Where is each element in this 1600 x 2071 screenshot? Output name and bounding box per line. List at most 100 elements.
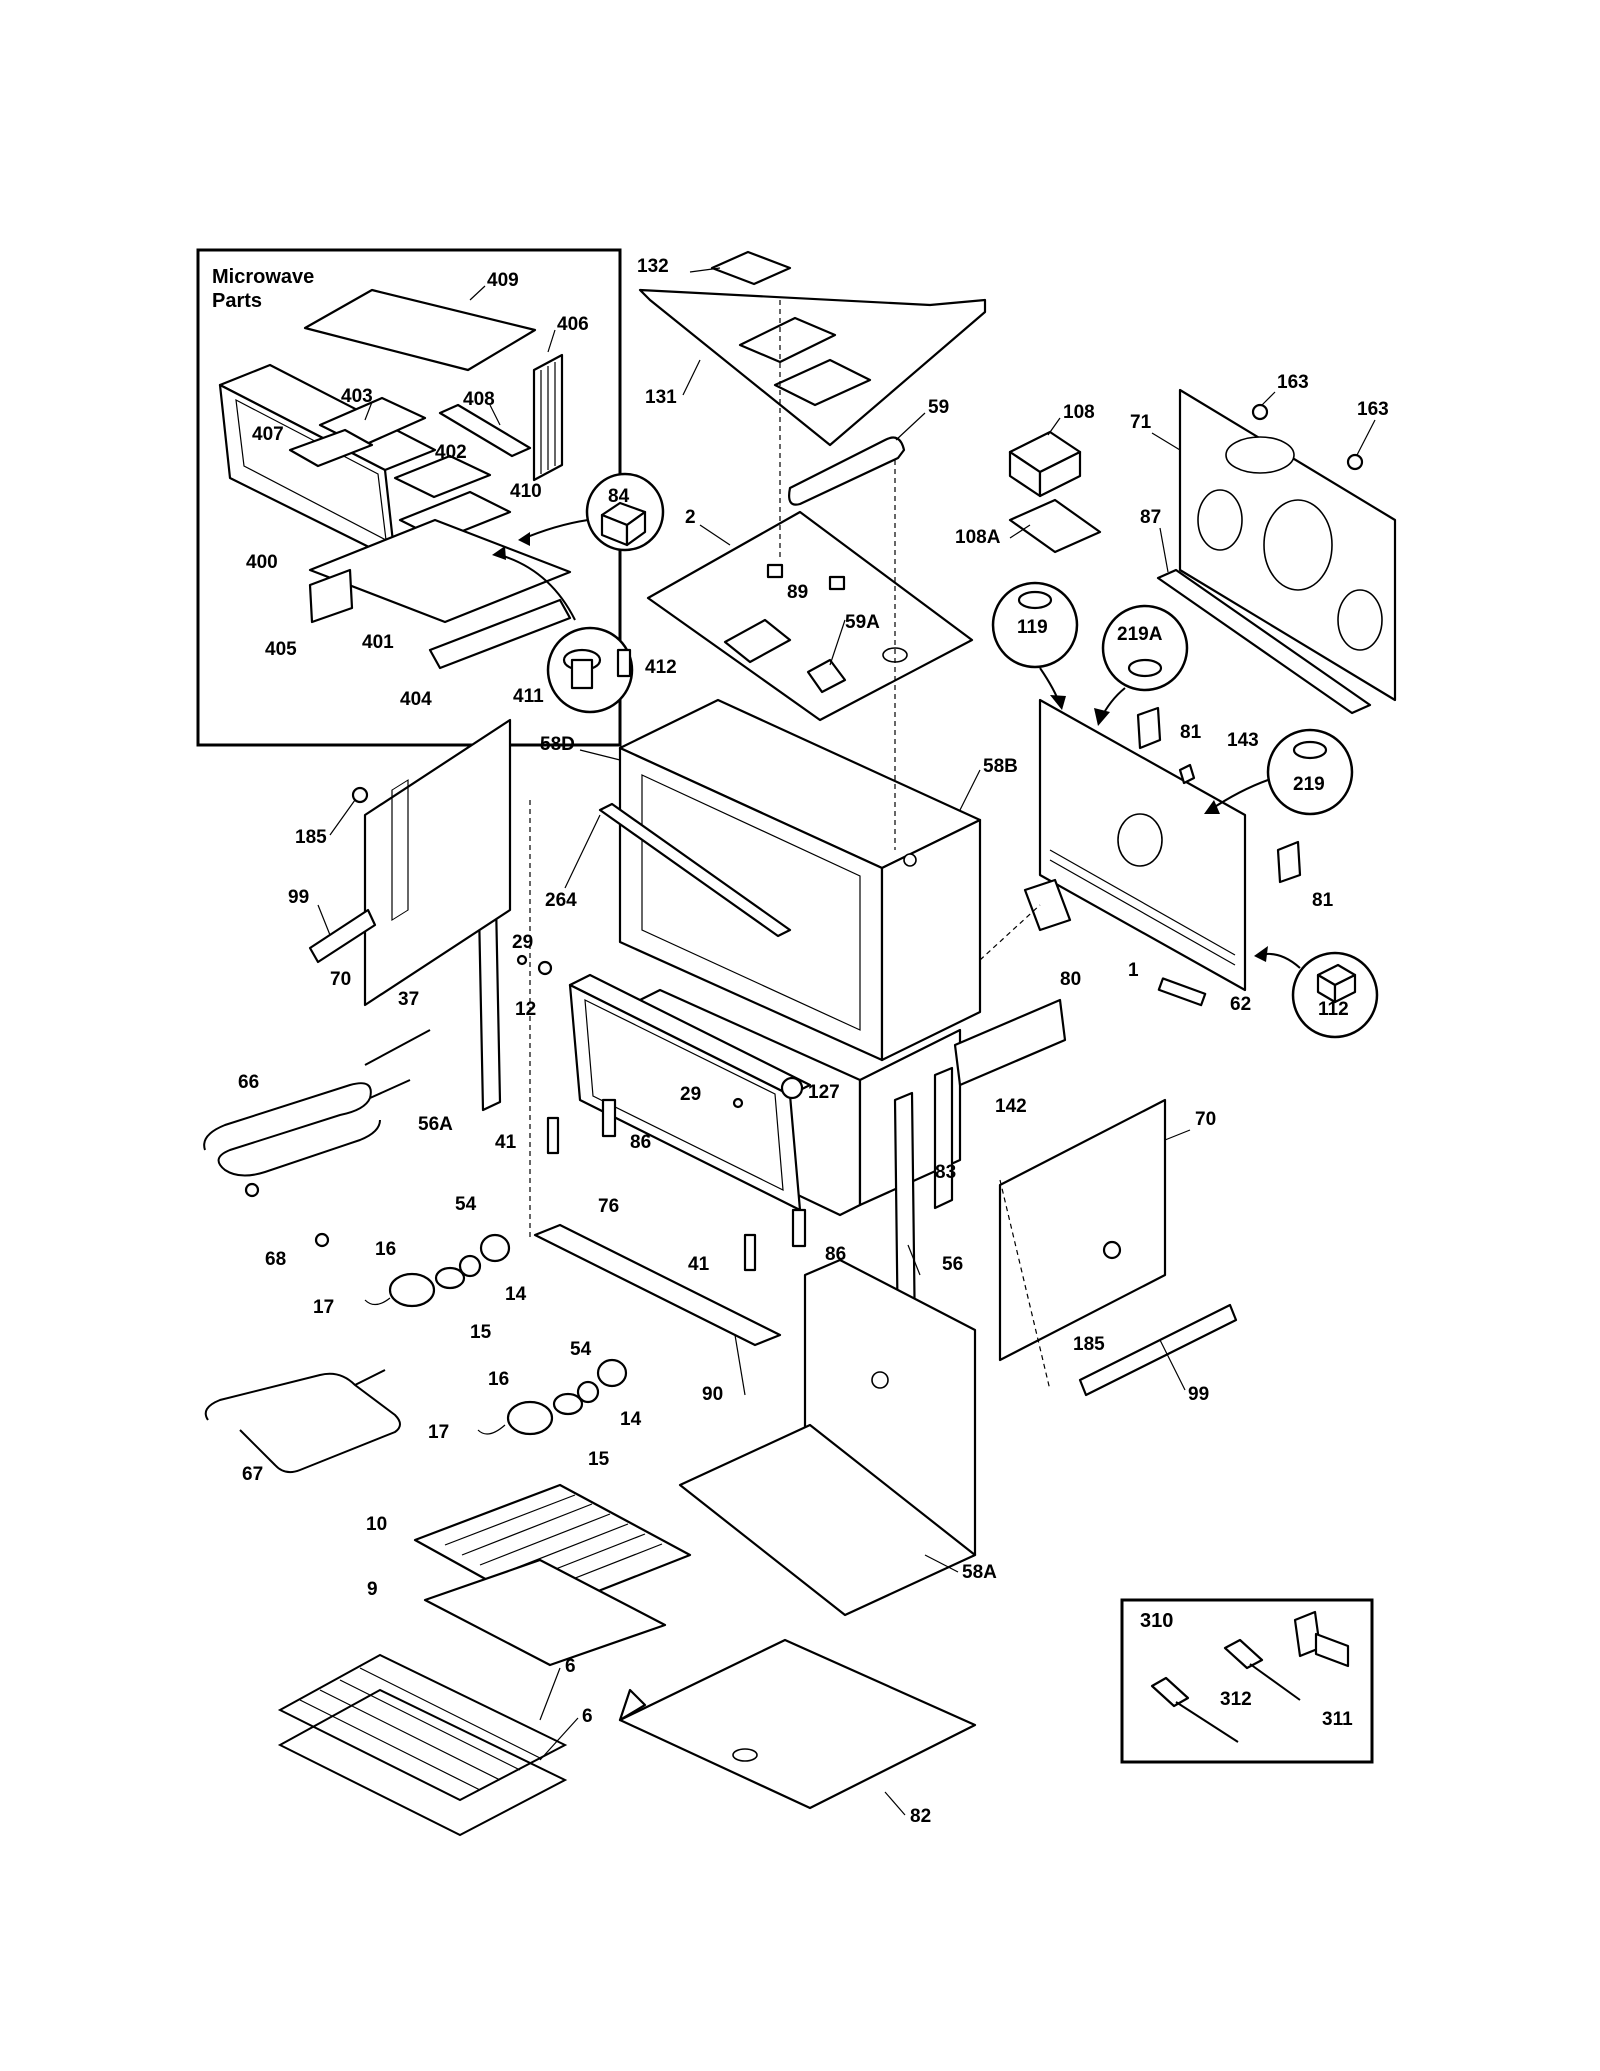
part-185-nut-a — [351, 786, 369, 804]
callout-143: 143 — [1227, 730, 1259, 751]
callout-400: 400 — [246, 552, 278, 573]
part-143-clip — [1178, 763, 1196, 785]
callout-67: 67 — [242, 1464, 263, 1485]
callout-41a: 41 — [495, 1132, 517, 1153]
part-14-socket-b — [576, 1380, 600, 1404]
callout-407: 407 — [252, 424, 284, 445]
part-14-socket-a — [458, 1254, 482, 1278]
callout-58A: 58A — [962, 1562, 997, 1583]
part-15-bulb-a — [434, 1266, 466, 1290]
part-108A-bracket — [1008, 498, 1102, 554]
alignment-lines — [529, 300, 1051, 1391]
callout-17a: 17 — [313, 1297, 334, 1318]
part-312-hinge — [1223, 1638, 1264, 1670]
callout-16b: 16 — [488, 1369, 509, 1390]
lamp-assembly-upper — [364, 1233, 511, 1308]
part-411-detail — [492, 546, 634, 714]
part-81-bracket-a — [1136, 706, 1162, 750]
callout-59: 59 — [928, 397, 949, 418]
part-16-lens-b — [506, 1400, 554, 1436]
callout-405: 405 — [265, 639, 297, 660]
part-54-cover-a — [479, 1233, 511, 1263]
callout-58B: 58B — [983, 756, 1018, 777]
callout-71: 71 — [1130, 412, 1152, 433]
part-54-cover-b — [596, 1358, 628, 1388]
callout-41b: 41 — [688, 1254, 710, 1275]
callout-14a: 14 — [505, 1284, 527, 1305]
part-99-rail-b — [1078, 1303, 1238, 1397]
callout-410: 410 — [510, 481, 542, 502]
callout-6a: 6 — [565, 1656, 576, 1677]
part-407-waveguide — [288, 428, 374, 468]
callout-81b: 81 — [1312, 890, 1334, 911]
inset-title-line1: Microwave — [212, 266, 314, 288]
callout-54a: 54 — [455, 1194, 477, 1215]
part-41-clip-a — [546, 1116, 560, 1155]
part-17-wire-a — [364, 1297, 391, 1306]
part-409-top-panel — [303, 288, 537, 372]
callout-132: 132 — [637, 256, 669, 277]
callout-82: 82 — [910, 1806, 931, 1827]
callout-labels: 409 406 408 403 407 402 410 84 400 405 4… — [238, 256, 1389, 1827]
part-17-wire-b — [477, 1424, 506, 1435]
callout-86b: 86 — [825, 1244, 846, 1265]
part-185-nut-b — [1102, 1240, 1122, 1260]
callout-403: 403 — [341, 386, 373, 407]
callout-219: 219 — [1293, 774, 1325, 795]
part-66-bake-element — [203, 1079, 411, 1177]
part-62-connector — [1157, 977, 1207, 1007]
callout-163b: 163 — [1357, 399, 1389, 420]
callout-108: 108 — [1063, 402, 1095, 423]
callout-86a: 86 — [630, 1132, 651, 1153]
part-87-rail — [1156, 568, 1372, 715]
callout-219A: 219A — [1117, 624, 1163, 645]
part-6-oven-rack-b — [277, 1688, 568, 1837]
part-405-bracket — [308, 568, 354, 624]
callout-1: 1 — [1128, 960, 1139, 981]
kit-code: 310 — [1140, 1610, 1173, 1632]
callout-76: 76 — [598, 1196, 619, 1217]
part-131-top-cover — [638, 288, 987, 447]
part-6-oven-rack-a — [277, 1653, 568, 1802]
callout-37: 37 — [398, 989, 419, 1010]
callout-264: 264 — [545, 890, 577, 911]
part-89-bracket — [723, 618, 792, 664]
part-68b-fastener — [314, 1232, 330, 1248]
callout-401: 401 — [362, 632, 394, 653]
callout-29b: 29 — [680, 1084, 701, 1105]
callout-99a: 99 — [288, 887, 309, 908]
callout-409: 409 — [487, 270, 519, 291]
part-70-right-side-panel — [998, 1098, 1167, 1362]
part-58A-bottom-wrapper — [678, 1258, 977, 1617]
part-59-vent-tube — [788, 436, 906, 506]
part-70-left-side-panel — [363, 718, 512, 1007]
part-15-bulb-b — [552, 1392, 584, 1416]
part-9-broil-pan — [423, 1558, 667, 1667]
callout-70a: 70 — [330, 969, 351, 990]
part-82-bottom-tray — [618, 1638, 977, 1810]
callout-9: 9 — [367, 1579, 378, 1600]
callout-312: 312 — [1220, 1689, 1252, 1710]
callout-84: 84 — [608, 486, 630, 507]
callout-56A: 56A — [418, 1114, 453, 1135]
callout-163a: 163 — [1277, 372, 1309, 393]
callout-17b: 17 — [428, 1422, 449, 1443]
callout-90: 90 — [702, 1384, 723, 1405]
callout-406: 406 — [557, 314, 589, 335]
part-406-vent-grille — [532, 353, 564, 482]
part-219A-detail — [1094, 604, 1189, 726]
callout-81a: 81 — [1180, 722, 1202, 743]
part-127-sensor — [780, 1076, 804, 1100]
part-67-broil-element — [204, 1369, 401, 1474]
callout-112: 112 — [1318, 999, 1349, 1020]
part-119-detail — [991, 581, 1079, 710]
part-29-screw-a — [516, 954, 528, 966]
kit-310-inset: 310 — [1120, 1598, 1374, 1764]
callout-87: 87 — [1140, 507, 1161, 528]
callout-14b: 14 — [620, 1409, 642, 1430]
part-81-bracket-b — [1276, 840, 1302, 884]
part-37-terminal — [364, 1029, 431, 1066]
part-402-plate — [393, 454, 492, 499]
callout-6b: 6 — [582, 1706, 593, 1727]
part-112-detail — [1254, 946, 1379, 1039]
